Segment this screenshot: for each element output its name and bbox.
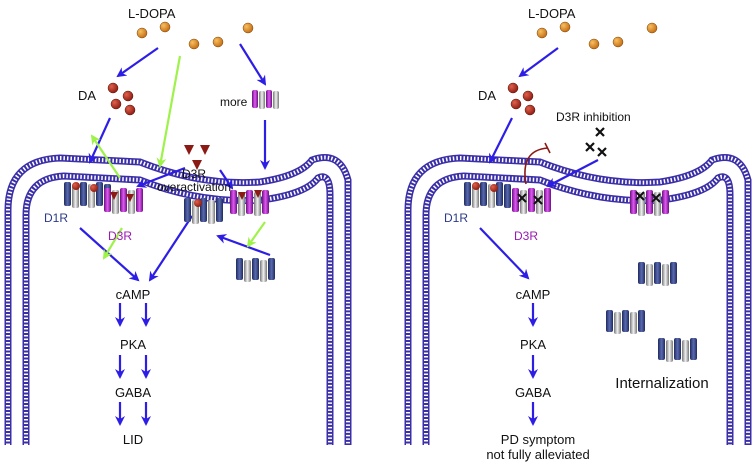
more-label: more [220,95,248,109]
da-dots-right [507,82,536,116]
d3r-receptor-right-2 [630,190,669,216]
d3r-overactivation-line2: overactivation [157,180,231,194]
left-green-arrows [90,55,266,260]
da-dots-left [107,82,136,116]
d3r-receptor-left [104,188,143,214]
d1r-label-right: D1R [444,211,468,225]
internalized-receptor-1 [638,262,677,286]
more-d3r-receptor [252,90,279,109]
cascade-left-1: PKA [120,337,146,352]
d3r-overactivation-line1: D3R [182,167,206,181]
d1r-receptor-right [464,182,511,208]
da-label-left: DA [78,88,96,103]
d1r-receptor-left-2 [184,198,223,224]
inhibition-line [524,147,549,185]
da-label-right: DA [478,88,496,103]
cascade-right-1: PKA [520,337,546,352]
d3r-receptor-left-2 [230,190,269,216]
cascade-left-0: cAMP [116,287,151,302]
d3r-agonist-triangles [184,145,210,170]
d3r-label-left: D3R [108,229,132,243]
internalized-receptor-3 [658,338,697,362]
ldopa-label-left: L-DOPA [128,6,176,21]
cascade-right-0: cAMP [516,287,551,302]
left-blue-arrows [79,43,271,426]
d3r-label-right: D3R [514,229,538,243]
d1r-label-left: D1R [44,211,68,225]
antagonist-crosses [585,127,607,157]
right-membrane [404,154,752,445]
d1r-receptor-left [64,182,111,208]
cascade-left-3: LID [123,432,143,447]
cascade-left-2: GABA [115,385,151,400]
right-blue-arrows [479,47,599,426]
internal-d1r-left [236,258,275,282]
ldopa-label-right: L-DOPA [528,6,576,21]
d3r-inhibition-label: D3R inhibition [556,110,631,124]
inhibition-bar [544,142,551,154]
outcome-line2: not fully alleviated [486,447,589,462]
left-membrane [4,154,352,445]
internalized-receptor-2 [606,310,645,334]
d3r-receptor-right [512,188,551,214]
outcome-line1: PD symptom [501,432,575,447]
ldopa-dots-left [136,21,254,50]
cascade-right-2: GABA [515,385,551,400]
ldopa-dots-right [536,21,658,50]
internalization-label: Internalization [615,375,708,392]
